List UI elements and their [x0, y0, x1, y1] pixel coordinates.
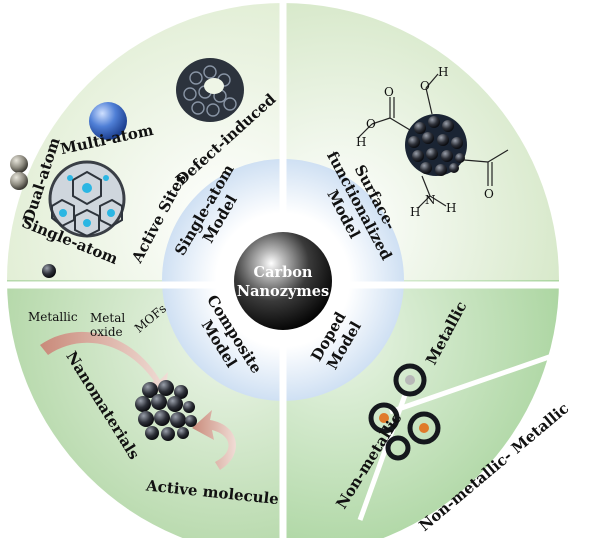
label-oxide: oxide [90, 325, 123, 339]
atom-o-carbonyl: O [384, 85, 394, 99]
atom-o-hydroxyl: O [420, 79, 430, 93]
label-metal: Metal [90, 311, 125, 325]
center-title-line2: Nanozymes [237, 283, 329, 300]
atom-o-ketone: O [484, 187, 494, 201]
atom-h-amine-2: H [446, 201, 456, 215]
atom-o-acid: O [366, 117, 376, 131]
functionalized-fullerene-icon [405, 114, 467, 176]
center-title-line1: Carbon [254, 264, 313, 281]
center-sphere [234, 232, 332, 330]
defect-induced-cage-icon [176, 58, 244, 122]
functional-group-bonds [357, 73, 509, 209]
arrow-active-molecule [192, 410, 237, 470]
composite-cluster-icon [135, 380, 197, 441]
label-metallic-composite: Metallic [28, 310, 78, 324]
atom-h-amine-1: H [410, 205, 420, 219]
multi-atom-cluster-icon [89, 102, 127, 140]
doped-cage-icon [368, 363, 441, 461]
divider-doped-sub [389, 353, 553, 415]
atom-h-oh: H [438, 65, 448, 79]
single-atom-icon [42, 264, 56, 278]
atom-h-acid: H [356, 135, 366, 149]
atom-n-amine: N [425, 193, 436, 207]
dual-atom-icon [10, 155, 28, 190]
fullerene-cage-icon [48, 160, 126, 238]
